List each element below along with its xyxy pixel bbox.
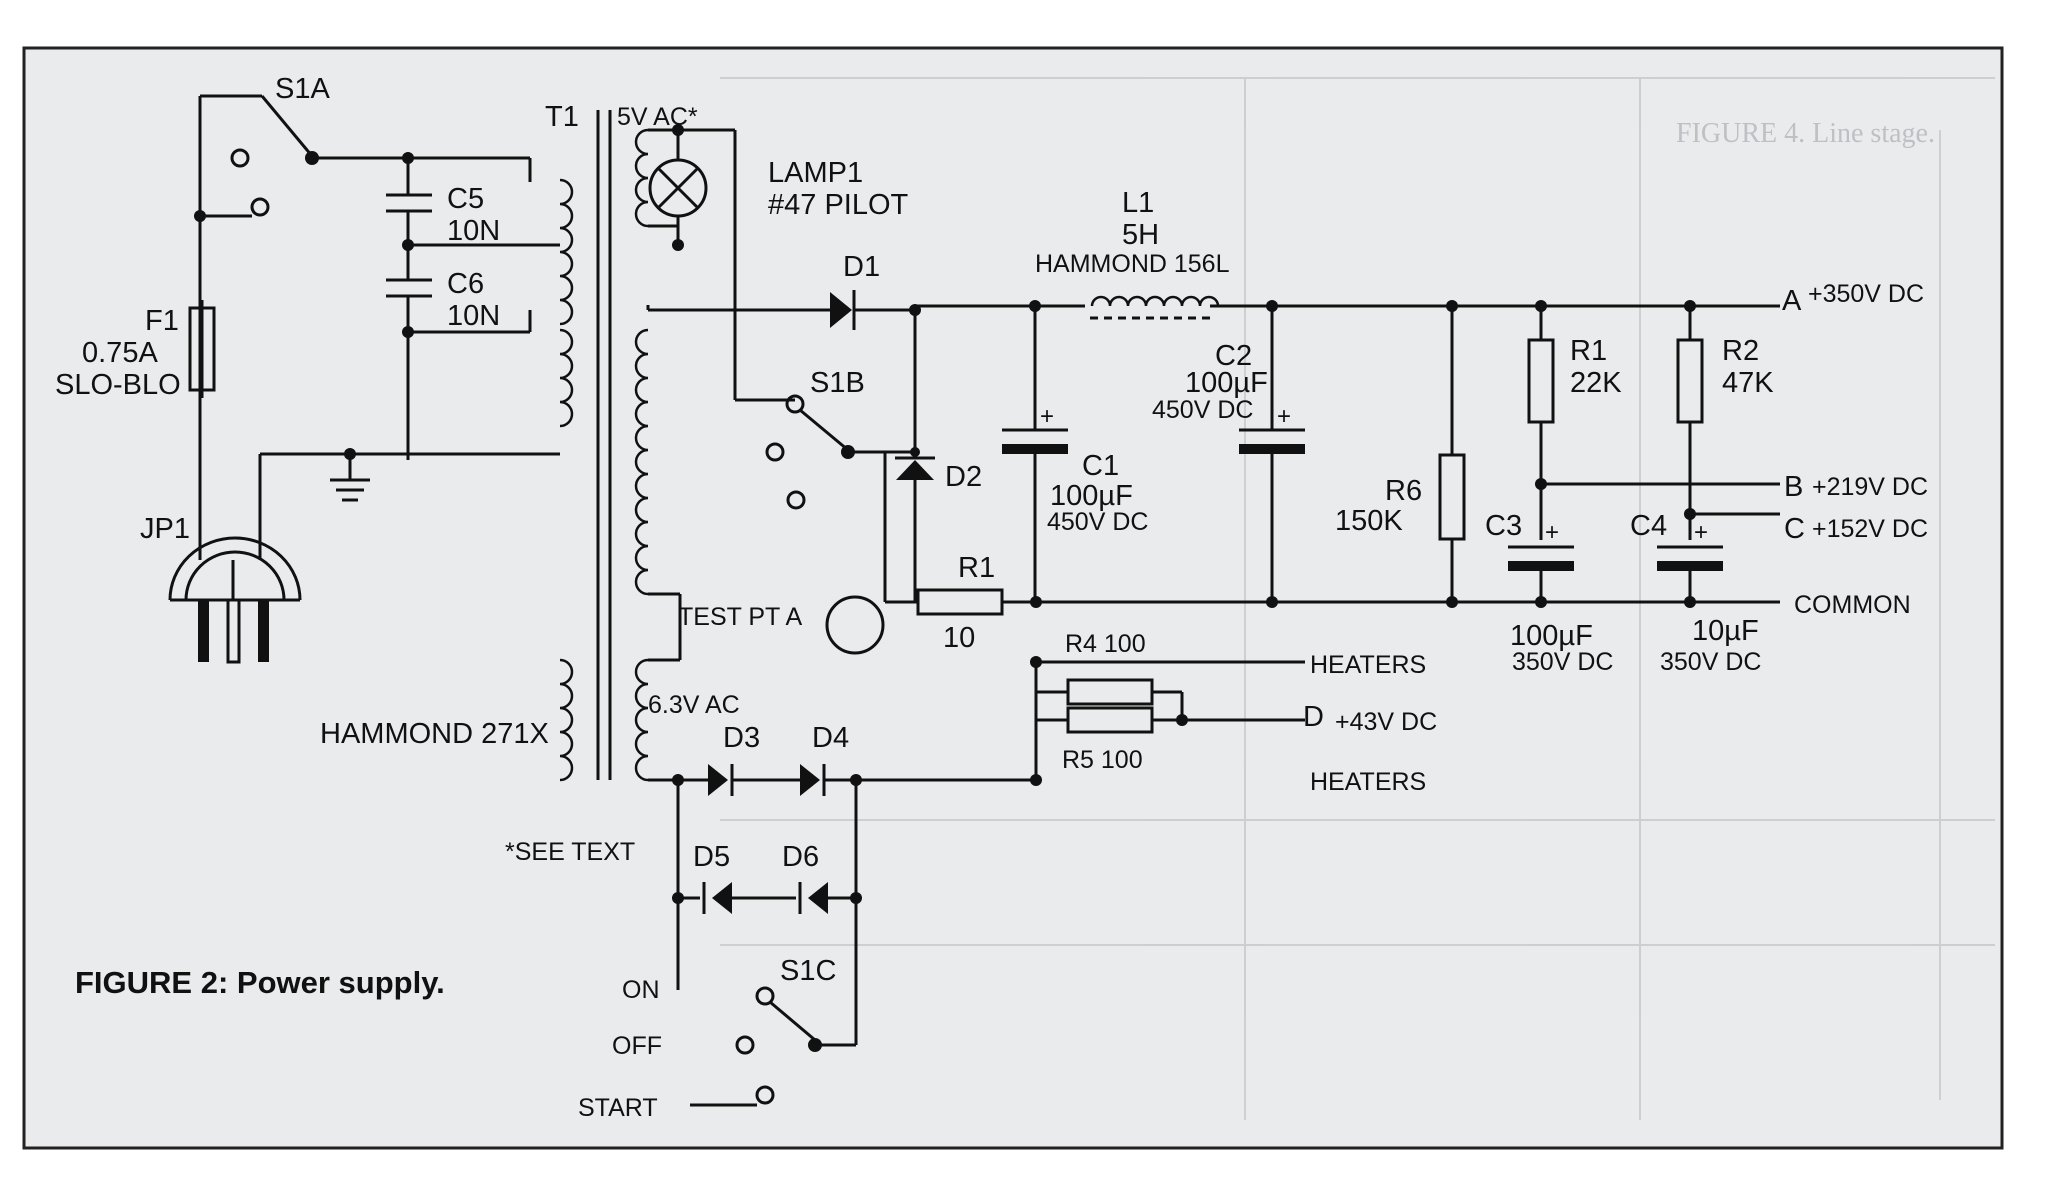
r2-value: 47K xyxy=(1722,367,1774,399)
heaters-label-1: HEATERS xyxy=(1310,651,1426,679)
c4-value: 10µF xyxy=(1692,615,1759,647)
s1a-label: S1A xyxy=(275,73,330,105)
fuse-f1 xyxy=(188,300,216,560)
svg-text:+: + xyxy=(1277,403,1291,430)
lamp-ref: LAMP1 xyxy=(768,157,863,189)
output-b-letter: B xyxy=(1784,471,1803,503)
c1-ref: C1 xyxy=(1082,450,1119,482)
switch-pos-off: OFF xyxy=(612,1032,662,1060)
c2-value: 100µF xyxy=(1185,367,1268,399)
c2-ref: C2 xyxy=(1215,340,1252,372)
figure-paper xyxy=(24,48,2002,1148)
r1-ref: R1 xyxy=(958,552,995,584)
output-c-voltage: +152V DC xyxy=(1812,515,1928,543)
switch-pos-start: START xyxy=(578,1094,658,1122)
connector-jp1 xyxy=(168,454,302,664)
c2-voltage: 450V DC xyxy=(1152,396,1253,424)
d3-label: D3 xyxy=(723,722,760,754)
d1-label: D1 xyxy=(843,251,880,283)
svg-text:+: + xyxy=(1694,519,1708,546)
figure-border xyxy=(22,46,2004,1150)
test-point-label: TEST PT A xyxy=(678,603,802,631)
diode-d1 xyxy=(646,290,921,330)
background-caption: FIGURE 4. Line stage. xyxy=(1676,118,1935,149)
test-point-a xyxy=(825,595,885,655)
switch-s1c xyxy=(676,898,856,1107)
output-b-voltage: +219V DC xyxy=(1812,473,1928,501)
resistor-r1 xyxy=(883,452,1036,616)
c1-value: 100µF xyxy=(1050,480,1133,512)
output-c-letter: C xyxy=(1784,513,1805,545)
r4-label: R4 100 xyxy=(1065,630,1146,658)
diode-d2 xyxy=(895,310,935,602)
c4-ref: C4 xyxy=(1630,510,1667,542)
lamp-type: #47 PILOT xyxy=(768,189,909,221)
switch-s1a xyxy=(194,94,408,418)
jp1-ref: JP1 xyxy=(140,513,190,545)
f1-ref: F1 xyxy=(145,305,179,337)
l1-value: 5H xyxy=(1122,219,1159,251)
pilot-lamp xyxy=(648,124,737,400)
resistor-r6 xyxy=(1438,306,1466,602)
s1c-label: S1C xyxy=(780,955,836,987)
inductor-l1 xyxy=(1090,295,1220,320)
output-a-voltage: +350V DC xyxy=(1808,280,1924,308)
heaters-label-2: HEATERS xyxy=(1310,768,1426,796)
c3-value: 100µF xyxy=(1510,620,1593,652)
d2-label: D2 xyxy=(945,461,982,493)
l1-ref: L1 xyxy=(1122,187,1154,219)
transformer-t1 xyxy=(559,110,735,782)
r1-22k-value: 22K xyxy=(1570,367,1622,399)
capacitor-c2: + xyxy=(1239,306,1305,602)
f1-type: SLO-BLO xyxy=(55,369,181,401)
transformer-part: HAMMOND 271X xyxy=(320,718,549,750)
r5-label: R5 100 xyxy=(1062,746,1143,774)
d6-label: D6 xyxy=(782,841,819,873)
r2-ref: R2 xyxy=(1722,335,1759,367)
c3-ref: C3 xyxy=(1485,510,1522,542)
c3-voltage: 350V DC xyxy=(1512,648,1613,676)
show-through-grid xyxy=(720,77,1995,1120)
figure-caption: FIGURE 2: Power supply. xyxy=(75,965,445,1000)
output-a-letter: A xyxy=(1782,285,1802,317)
switch-s1b xyxy=(735,394,915,510)
resistor-r2 xyxy=(1676,306,1780,540)
switch-pos-on: ON xyxy=(622,976,660,1004)
t1-ref: T1 xyxy=(545,101,579,133)
r1-22k-ref: R1 xyxy=(1570,335,1607,367)
see-text-note: *SEE TEXT xyxy=(505,838,635,866)
c1-voltage: 450V DC xyxy=(1047,508,1148,536)
f1-rating: 0.75A xyxy=(82,337,158,369)
d5-label: D5 xyxy=(693,841,730,873)
capacitor-c1: + xyxy=(1002,306,1068,602)
capacitor-c5-c6 xyxy=(386,152,560,460)
c6-value: 10N xyxy=(447,300,500,332)
capacitor-c4: + xyxy=(1657,519,1723,602)
c4-voltage: 350V DC xyxy=(1660,648,1761,676)
resistor-r1-22k xyxy=(1527,306,1780,540)
c5-value: 10N xyxy=(447,215,500,247)
output-d-voltage: +43V DC xyxy=(1335,708,1437,736)
main-rail xyxy=(915,300,1780,608)
d4-label: D4 xyxy=(812,722,849,754)
c5-ref: C5 xyxy=(447,183,484,215)
output-common: COMMON xyxy=(1794,591,1911,619)
tap-63v-label: 6.3V AC xyxy=(648,691,740,719)
svg-text:+: + xyxy=(1545,519,1559,546)
r6-ref: R6 xyxy=(1385,475,1422,507)
output-d-letter: D xyxy=(1303,701,1324,733)
r1-value: 10 xyxy=(943,622,975,654)
tap-5v-label: 5V AC* xyxy=(617,103,698,131)
l1-part: HAMMOND 156L xyxy=(1035,250,1230,278)
svg-text:+: + xyxy=(1040,403,1054,430)
s1b-label: S1B xyxy=(810,367,865,399)
c6-ref: C6 xyxy=(447,268,484,300)
capacitor-c3: + xyxy=(1508,519,1574,602)
diode-bridge xyxy=(672,594,1036,1045)
r6-value: 150K xyxy=(1335,505,1403,537)
ground-symbol xyxy=(260,448,560,502)
